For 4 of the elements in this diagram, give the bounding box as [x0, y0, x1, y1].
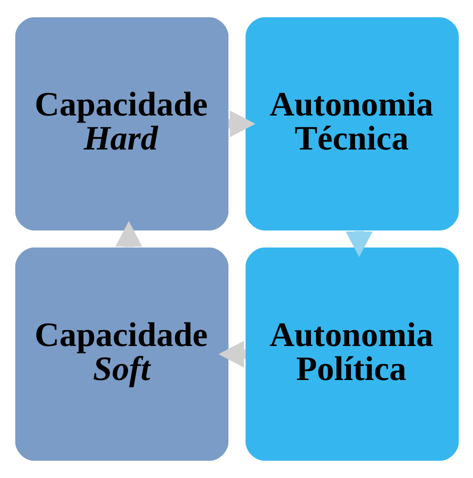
node-box: Capacidade Soft — [14, 248, 228, 461]
node-box: Autonomia Técnica — [245, 17, 458, 230]
node-box: Capacidade Hard — [14, 17, 228, 230]
node-box: Autonomia Política — [245, 248, 458, 461]
